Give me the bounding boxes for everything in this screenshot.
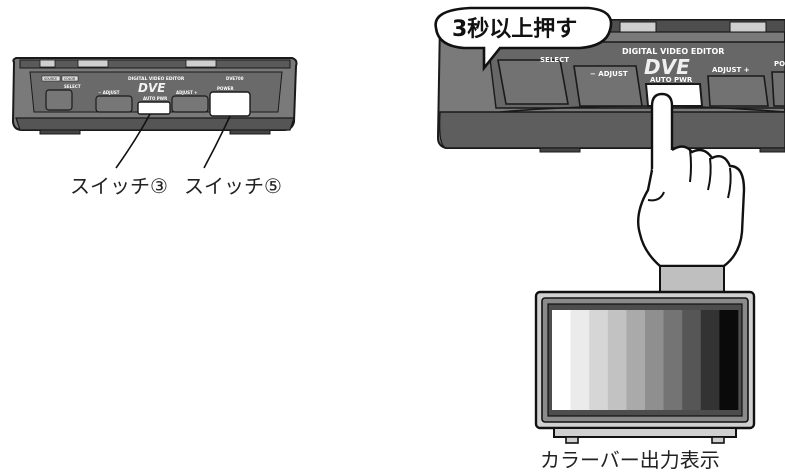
color-bar-10: [719, 310, 739, 410]
color-bar-3: [589, 310, 609, 410]
brand-line-small: DIGITAL VIDEO EDITOR: [128, 76, 185, 82]
press-3sec-text: 3秒以上押す: [452, 16, 577, 42]
color-label: COLOR: [64, 77, 76, 81]
large-device: DIGITAL VIDEO EDITOR DVE AUTO PWR SELECT…: [436, 19, 785, 153]
select-label-large: SELECT: [540, 56, 569, 64]
television: [534, 290, 756, 444]
switch3-caption: スイッチ③: [70, 174, 168, 198]
adjust-plus-button-large: [707, 75, 769, 107]
model-label: DVE700: [226, 76, 244, 81]
power-button-large: [771, 71, 785, 107]
source-label: SOURCE: [44, 77, 57, 81]
adjust-plus-label-large: ADJUST +: [712, 66, 750, 74]
color-bar-9: [700, 310, 720, 410]
small-device: SOURCE COLOR SELECT DIGITAL VIDEO EDITOR…: [11, 57, 298, 135]
speech-bubble: 3秒以上押す: [434, 6, 613, 72]
dve-logo-large: DVE: [644, 55, 690, 79]
adjust-plus-button-small: [171, 95, 209, 113]
auto-pwr-label-small: AUTO PWR: [143, 96, 167, 101]
color-bar-1: [552, 310, 571, 410]
select-button-small: [45, 89, 73, 111]
select-label-small: SELECT: [64, 84, 81, 89]
dve-logo-small: DVE: [138, 81, 166, 95]
auto-pwr-label-large: AUTO PWR: [650, 76, 693, 84]
power-label-large-partial: PO: [774, 60, 785, 68]
switch5-caption: スイッチ⑤: [184, 174, 282, 198]
color-bar-5: [626, 310, 646, 410]
adjust-minus-button-large: [573, 65, 643, 107]
adjust-minus-button-small: [95, 95, 133, 113]
brand-line-large: DIGITAL VIDEO EDITOR: [622, 47, 724, 56]
adjust-plus-label-small: ADJUST +: [176, 90, 198, 95]
adjust-minus-label-large: − ADJUST: [590, 70, 628, 78]
color-bar-output-caption: カラーバー出力表示: [540, 448, 720, 472]
switch3-button: [137, 101, 171, 115]
adjust-minus-label-small: − ADJUST: [98, 90, 120, 95]
color-bars: [552, 310, 739, 410]
color-bar-2: [570, 310, 590, 410]
color-bar-4: [607, 310, 627, 410]
select-button-large: [497, 59, 569, 105]
pointing-hand-icon: [637, 92, 746, 293]
color-bar-7: [663, 310, 683, 410]
switch5-leader-line: [203, 115, 231, 169]
color-bar-6: [645, 310, 664, 410]
switch5-button: [209, 91, 251, 117]
switch3-leader-line: [115, 113, 151, 169]
power-label-small: POWER: [217, 86, 234, 91]
color-bar-8: [682, 310, 702, 410]
